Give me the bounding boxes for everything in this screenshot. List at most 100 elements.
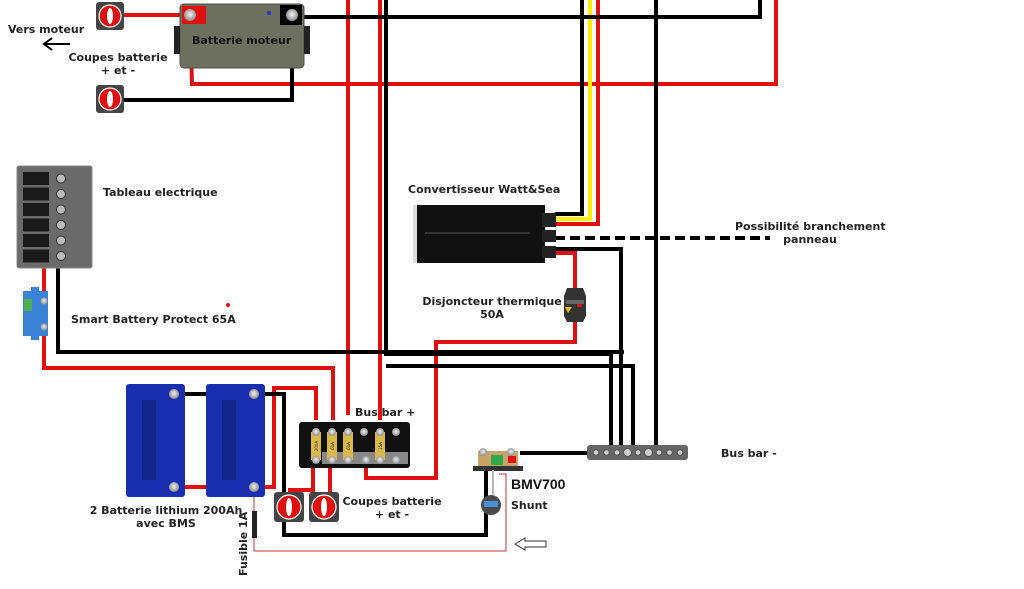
shunt [473, 448, 523, 471]
label-lithium-line2: avec BMS [136, 517, 196, 530]
busbar-stud [376, 428, 384, 436]
busbar-stud [623, 448, 632, 457]
thermal-breaker[interactable] [564, 288, 586, 322]
busbar-stud [362, 456, 370, 464]
positive-busbar: 200A 60A 60A 15A [299, 422, 410, 468]
busbar-fuse [375, 432, 385, 460]
hollow-arrow-left-icon [514, 537, 547, 551]
wire-breaker-bottom [364, 322, 577, 480]
panel-rocker-switch[interactable] [23, 187, 49, 201]
smart-battery-protect [23, 287, 48, 340]
busbar-stud [376, 456, 384, 464]
battery-switch-bottom-1[interactable] [274, 492, 304, 522]
panel-rocker-switch[interactable] [23, 249, 49, 263]
busbar-fuse [327, 432, 337, 460]
panel-breaker-button[interactable] [56, 204, 66, 215]
label-disjoncteur-line2: 50A [480, 308, 504, 321]
wire-panel-neg [56, 268, 624, 354]
wire-converter-red [555, 0, 600, 226]
battery-switch-top-1[interactable] [96, 2, 124, 30]
lithium-battery-2 [206, 384, 265, 497]
label-convertisseur: Convertisseur Watt&Sea [408, 183, 561, 196]
label-bmv700: BMV700 [511, 476, 566, 492]
label-fusible: Fusible 1A [237, 511, 250, 576]
label-lithium: 2 Batterie lithium 200Ah avec BMS [86, 504, 246, 530]
inline-fuse [252, 511, 257, 538]
arrow-left-icon [42, 37, 70, 51]
panel-rocker-switch[interactable] [23, 234, 49, 247]
panel-breaker-button[interactable] [56, 235, 66, 246]
busbar-stud [676, 449, 684, 456]
busbar-stud [655, 449, 663, 456]
label-smart-bp: Smart Battery Protect 65A [71, 313, 236, 326]
panel-rocker-switch[interactable] [23, 218, 49, 232]
panel-breaker-button[interactable] [56, 173, 66, 184]
busbar-stud [312, 428, 320, 436]
busbar-fuse-label: 200A [314, 441, 319, 452]
busbar-fuse-label: 60A [346, 442, 351, 450]
label-coupes-bottom: Coupes batterie + et - [340, 495, 444, 521]
busbar-stud [344, 428, 352, 436]
label-possibilite-line2: panneau [783, 233, 837, 246]
busbar-stud [666, 449, 673, 456]
busbar-fuse-label: 60A [330, 442, 335, 450]
label-disjoncteur-line1: Disjoncteur thermique [422, 295, 562, 308]
label-coupes-bottom-line2: + et - [374, 508, 410, 521]
busbar-stud [592, 449, 600, 456]
panel-switches [23, 172, 66, 263]
busbar-stud [392, 456, 400, 464]
wire-black-horizontal-mid [386, 364, 635, 450]
busbar-stud [344, 456, 352, 464]
panel-breaker-button[interactable] [56, 189, 66, 199]
label-coupes-bottom-line1: Coupes batterie [342, 495, 442, 508]
label-possibilite: Possibilité branchement panneau [735, 220, 886, 246]
label-coupes-top-line2: + et - [100, 64, 136, 77]
panel-breaker-button[interactable] [56, 251, 66, 261]
label-busbar-minus: Bus bar - [721, 447, 777, 460]
busbar-fuses: 200A 60A 60A 15A [311, 428, 400, 464]
busbar-studs [592, 448, 684, 457]
label-coupes-top-line1: Coupes batterie [68, 51, 168, 64]
label-coupes-top: Coupes batterie + et - [66, 51, 170, 77]
lithium-battery-1 [126, 384, 185, 497]
busbar-stud [644, 448, 653, 457]
busbar-fuse [311, 432, 321, 460]
busbar-stud [613, 449, 621, 456]
battery-switch-bottom-2[interactable] [309, 492, 339, 522]
label-batterie-moteur: Batterie moteur [192, 34, 292, 47]
wire-sbp-to-busbar [42, 334, 335, 420]
busbar-stud [312, 456, 320, 464]
wire-busbar-to-switch-1 [288, 460, 315, 492]
wire-converter-black [555, 247, 623, 450]
bmv700-display [481, 470, 501, 515]
negative-busbar [587, 445, 688, 460]
wire-yellow [555, 0, 592, 221]
wire-engine-minus-top [292, 0, 762, 19]
busbar-fuse-label: 15A [378, 442, 383, 450]
label-lithium-line1: 2 Batterie lithium 200Ah [89, 504, 243, 517]
label-shunt: Shunt [511, 499, 548, 512]
wire-converter-black-top [555, 0, 584, 216]
wire-lithium-to-busbar [256, 386, 318, 489]
label-tableau: Tableau electrique [103, 186, 218, 199]
wire-breaker-top [555, 251, 577, 288]
panel-rocker-switch[interactable] [23, 203, 49, 216]
busbar-stud [392, 428, 400, 436]
panel-rocker-switch[interactable] [23, 172, 49, 185]
battery-switch-top-2[interactable] [96, 85, 124, 113]
busbar-stud [328, 428, 336, 436]
label-disjoncteur: Disjoncteur thermique 50A [420, 295, 564, 321]
switch-panel [16, 165, 93, 269]
wattsea-converter [413, 205, 556, 263]
busbar-stud [328, 456, 336, 464]
busbar-stud [603, 449, 610, 456]
busbar-stud [360, 428, 368, 436]
label-possibilite-line1: Possibilité branchement [735, 220, 886, 233]
label-vers-moteur: Vers moteur [8, 23, 85, 36]
busbar-fuse [343, 432, 353, 460]
panel-breaker-button[interactable] [56, 220, 66, 230]
red-marker-dot [226, 303, 230, 307]
engine-battery [174, 3, 310, 69]
label-busbar-plus: Bus bar + [355, 406, 416, 419]
